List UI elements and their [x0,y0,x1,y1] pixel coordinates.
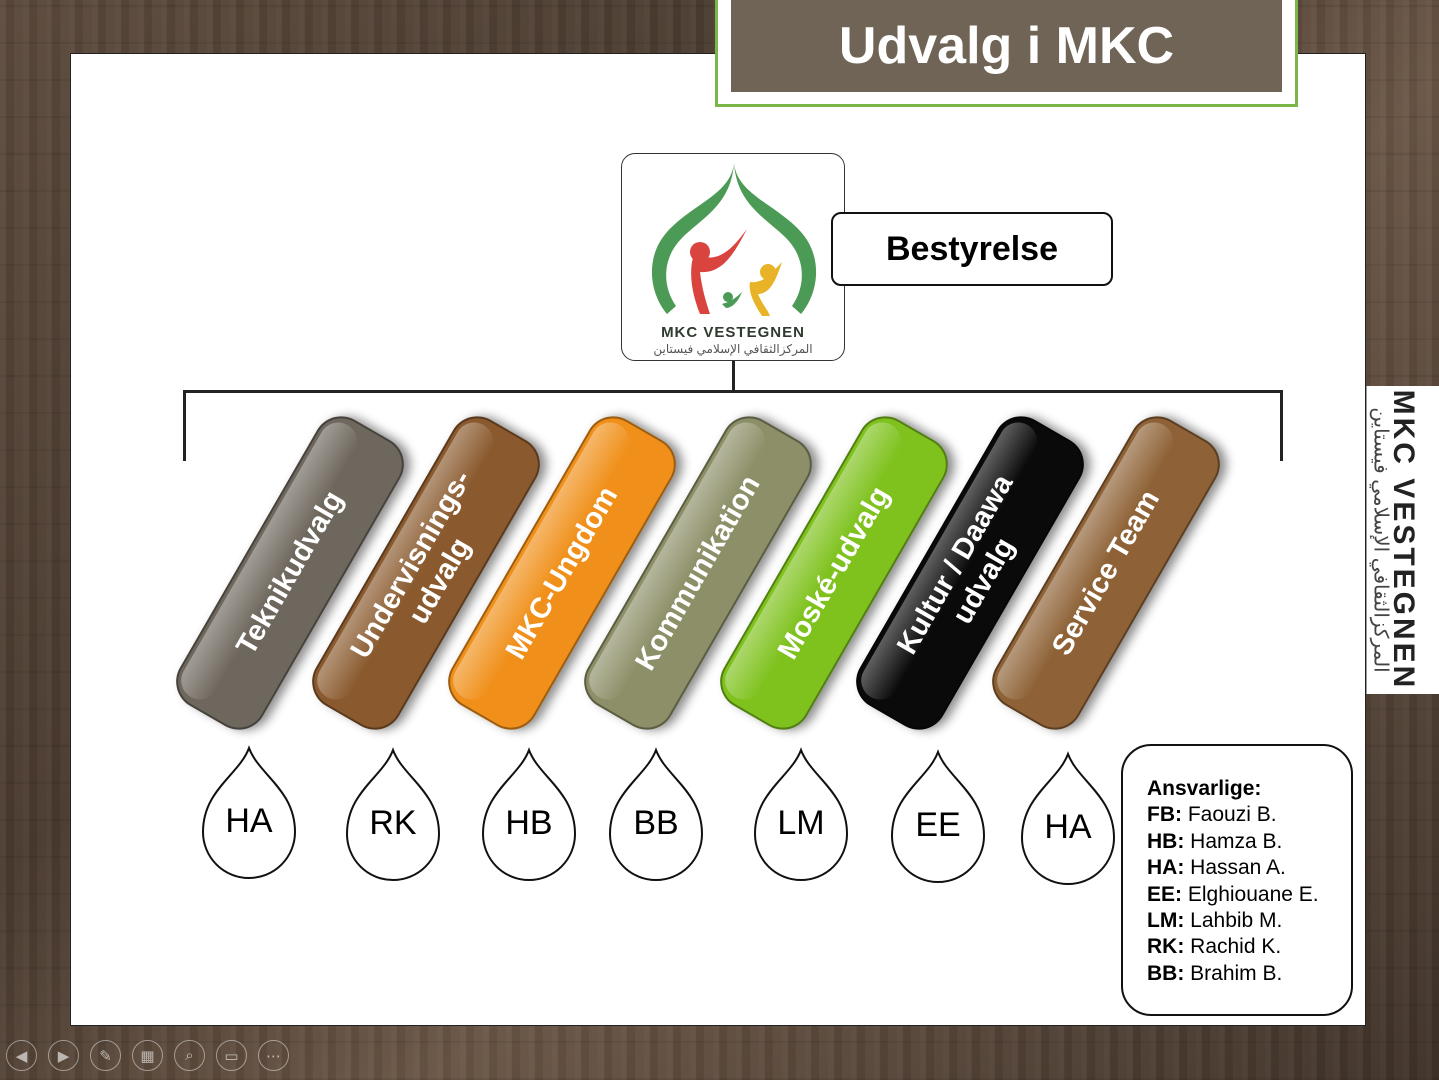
connector-right-end [1280,390,1283,461]
connector-horizontal [183,390,1283,393]
more-icon[interactable]: ⋯ [258,1040,289,1071]
legend-person-name: Elghiouane E. [1182,882,1319,906]
title-box: Udvalg i MKC [715,0,1298,107]
legend-person-name: Faouzi B. [1182,803,1277,827]
lead-initials: RK [369,804,417,842]
legend-code: FB: [1147,803,1182,827]
legend-entry: LM: Lahbib M. [1147,908,1351,934]
lead-drop-shape [201,745,297,879]
legend-code: RK: [1147,935,1185,959]
zoom-icon[interactable]: ⌕ [174,1040,205,1071]
legend-person-name: Hamza B. [1184,829,1283,853]
legend-entry: HB: Hamza B. [1147,829,1351,855]
legend-entry: HA: Hassan A. [1147,855,1351,881]
side-logo-arabic: المركزالثقافي الإسلامي فيستاين [1369,407,1392,673]
mkc-logo-icon [651,162,817,316]
board-box: Bestyrelse [831,212,1113,286]
lead-initials: LM [777,804,825,842]
legend-box: Ansvarlige: FB: Faouzi B.HB: Hamza B.HA:… [1121,744,1353,1016]
lead-initials: HB [505,804,553,842]
legend-code: BB: [1147,961,1185,985]
legend-person-name: Rachid K. [1184,935,1282,959]
lead-drop-shape [481,747,577,881]
legend-person-name: Brahim B. [1184,961,1283,985]
lead-drop-shape [608,747,704,881]
lead-initials: HA [225,802,273,840]
logo-name: MKC VESTEGNEN [661,324,805,341]
legend-person-name: Lahbib M. [1184,909,1283,933]
lead-drop-shape [753,747,849,881]
legend-title: Ansvarlige: [1147,777,1262,800]
pen-icon[interactable]: ✎ [90,1040,121,1071]
connector-left-end [183,390,186,461]
side-logo: MKC VESTEGNEN المركزالثقافي الإسلامي فيس… [1366,386,1439,694]
legend-entry: FB: Faouzi B. [1147,802,1351,828]
logo-arabic-text: المركزالثقافي الإسلامي فيستاين [653,342,813,356]
previous-icon[interactable]: ◀ [6,1040,37,1071]
slide-title: Udvalg i MKC [731,0,1282,92]
mkc-logo-card: MKC VESTEGNEN المركزالثقافي الإسلامي فيس… [621,153,845,361]
legend-entry: BB: Brahim B. [1147,961,1351,987]
lead-initials: BB [633,804,679,842]
legend-entries: FB: Faouzi B.HB: Hamza B.HA: Hassan A.EE… [1147,802,1351,987]
connector-vertical [732,361,735,392]
lead-initials: EE [915,806,961,844]
slides-grid-icon[interactable]: ▦ [132,1040,163,1071]
lead-drop-shape [890,749,986,883]
next-icon[interactable]: ▶ [48,1040,79,1071]
legend-code: HA: [1147,856,1185,880]
legend-code: HB: [1147,829,1185,853]
legend-entry: EE: Elghiouane E. [1147,882,1351,908]
legend-code: EE: [1147,882,1183,906]
presentation-toolbar: ◀ ▶ ✎ ▦ ⌕ ▭ ⋯ [6,1040,289,1071]
legend-person-name: Hassan A. [1184,856,1286,880]
subtitles-icon[interactable]: ▭ [216,1040,247,1071]
legend-code: LM: [1147,909,1185,933]
lead-drop-shape [345,747,441,881]
lead-drop-shape [1020,751,1116,885]
lead-initials: HA [1044,808,1092,846]
legend-entry: RK: Rachid K. [1147,934,1351,960]
